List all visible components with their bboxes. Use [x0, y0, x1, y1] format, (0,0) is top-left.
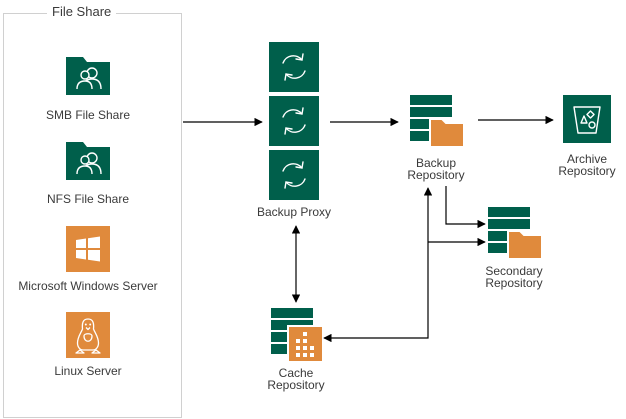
- windows-logo-icon: [66, 226, 110, 272]
- archive-repository-label-line1: Archive: [566, 152, 607, 166]
- archive-repository-label: Archive Repository: [537, 153, 626, 177]
- cache-repository-label: Cache Repository: [246, 367, 346, 391]
- windows-server-label: Microsoft Windows Server: [18, 279, 158, 293]
- secondary-repository-label-line2: Repository: [485, 276, 543, 290]
- backup-repository-label-line1: Backup: [415, 156, 457, 170]
- sync-arrows-icon: [269, 42, 319, 92]
- nfs-file-share-label: NFS File Share: [46, 192, 130, 206]
- backup-repository-label: Backup Repository: [386, 157, 486, 181]
- file-share-folder-icon: [66, 57, 110, 95]
- sync-arrows-icon: [269, 150, 319, 200]
- archive-repository-label-line2: Repository: [558, 164, 616, 178]
- secondary-repository-label-line1: Secondary: [485, 264, 543, 278]
- cache-repository-label-line1: Cache: [278, 366, 314, 380]
- repository-folder-icon: [410, 95, 464, 147]
- linux-penguin-icon: [66, 312, 110, 358]
- file-share-folder-icon: [66, 142, 110, 180]
- repository-folder-icon: [488, 207, 542, 259]
- cache-repository-label-line2: Repository: [267, 378, 325, 392]
- linux-server-label: Linux Server: [54, 364, 122, 378]
- backup-proxy-icon: [269, 42, 319, 200]
- repository-cache-icon: [271, 308, 323, 362]
- backup-proxy-label: Backup Proxy: [256, 205, 332, 219]
- file-share-group-title: File Share: [47, 5, 117, 19]
- connector-backup-to-secondary: [445, 186, 486, 229]
- sync-arrows-icon: [269, 96, 319, 146]
- smb-file-share-label: SMB File Share: [45, 108, 131, 122]
- backup-repository-label-line2: Repository: [407, 168, 465, 182]
- connector-cache-to-backup: [323, 187, 433, 343]
- secondary-repository-label: Secondary Repository: [464, 265, 564, 289]
- archive-bin-icon: [563, 95, 611, 143]
